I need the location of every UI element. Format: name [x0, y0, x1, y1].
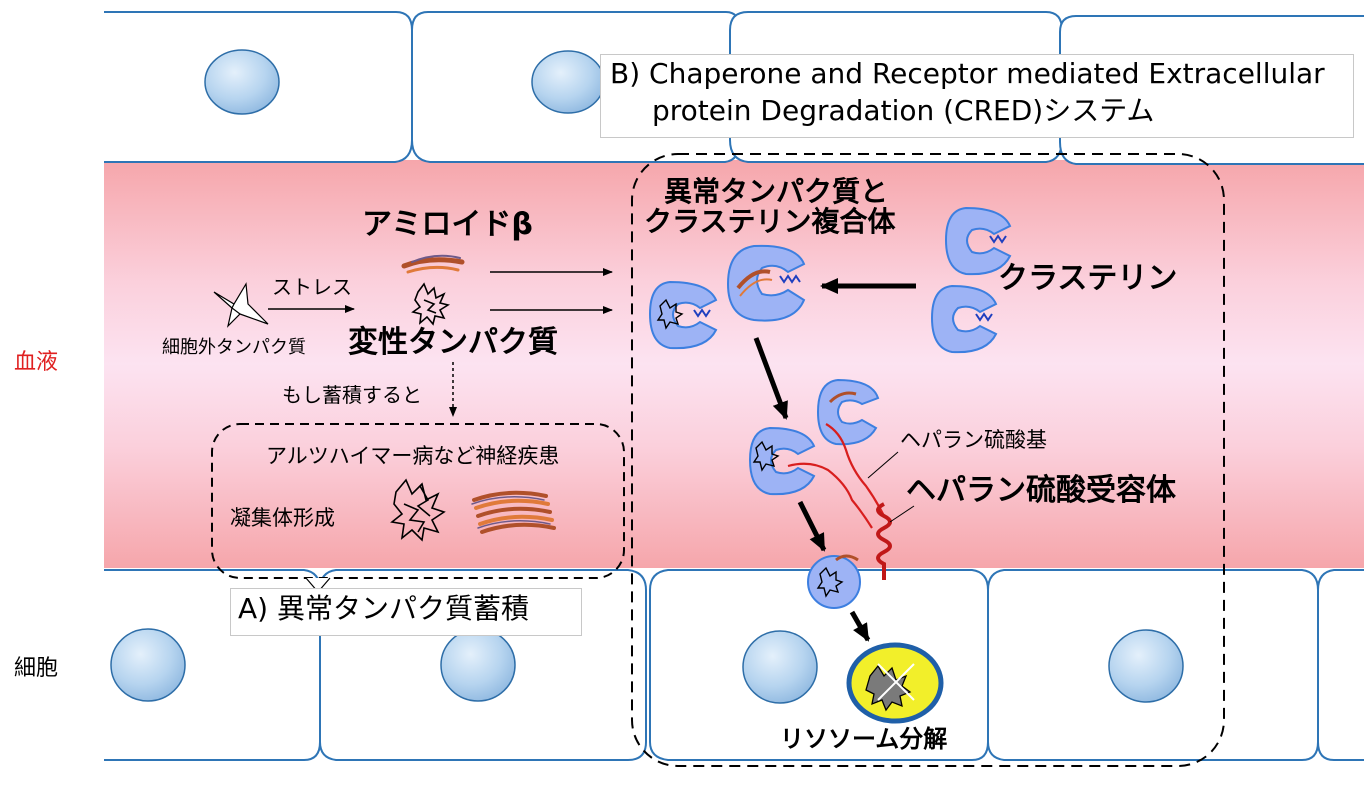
clusterin-icon-bottom [930, 284, 998, 354]
cred-dashed-box [631, 153, 1225, 767]
heparan-receptor-leader [889, 505, 915, 523]
stress-label: ストレス [272, 275, 352, 299]
heparan-receptor-label: ヘパラン硫酸受容体 [906, 473, 1176, 508]
heparan-sulfate-leader [867, 451, 899, 479]
internalization-arrow [797, 500, 827, 552]
heparan-sulfate-label: ヘパラン硫酸基 [900, 428, 1047, 452]
amyloid-beta-icon [401, 254, 465, 274]
cell-nuclei [110, 49, 1184, 704]
complex-icon-large [726, 244, 806, 322]
endosome-vesicle-icon [807, 554, 861, 609]
complex-icon-heparan-bound [748, 426, 816, 496]
heparan-sulfate-chains [787, 423, 885, 529]
lysosome-arrow [849, 610, 871, 642]
fibril-aggregate-icon [471, 490, 556, 534]
aggregate-label: 凝集体形成 [230, 506, 335, 530]
aggregate-scribble-icon [390, 478, 446, 542]
blood-vessel [104, 160, 1364, 568]
aggregation-dashed-box [211, 423, 625, 579]
clusterin-label: クラステリン [998, 261, 1178, 296]
pathway-b-title-line1: B) Chaperone and Receptor mediated Extra… [610, 57, 1325, 90]
if-accumulated-label: もし蓄積すると [282, 383, 422, 407]
complex-label-line2: クラステリン複合体 [644, 205, 896, 238]
denatured-protein-icon [411, 282, 451, 326]
complex-label-line1: 異常タンパク質と [664, 175, 889, 208]
clusterin-icon-top [944, 206, 1012, 276]
cell-side-label: 細胞 [14, 656, 59, 681]
lysosome-icon [846, 642, 944, 724]
heparan-receptor-icon [876, 502, 892, 580]
disease-label: アルツハイマー病など神経疾患 [266, 444, 560, 468]
lysosome-label: リソソーム分解 [780, 725, 948, 753]
paper-crane-icon [213, 282, 269, 328]
denatured-protein-label: 変性タンパク質 [348, 325, 558, 360]
blood-side-label: 血液 [14, 350, 59, 375]
pathway-a-title: A) 異常タンパク質蓄積 [238, 592, 529, 625]
pathway-b-title-line2: protein Degradation (CRED)システム [652, 94, 1155, 127]
receptor-binding-arrow [753, 337, 789, 420]
amyloid-beta-label: アミロイドβ [362, 207, 533, 242]
extracellular-protein-label: 細胞外タンパク質 [162, 337, 306, 358]
pathway-a-title-box [230, 588, 582, 636]
pathway-b-title-box [600, 54, 1354, 138]
complex-icon-small [648, 280, 718, 350]
